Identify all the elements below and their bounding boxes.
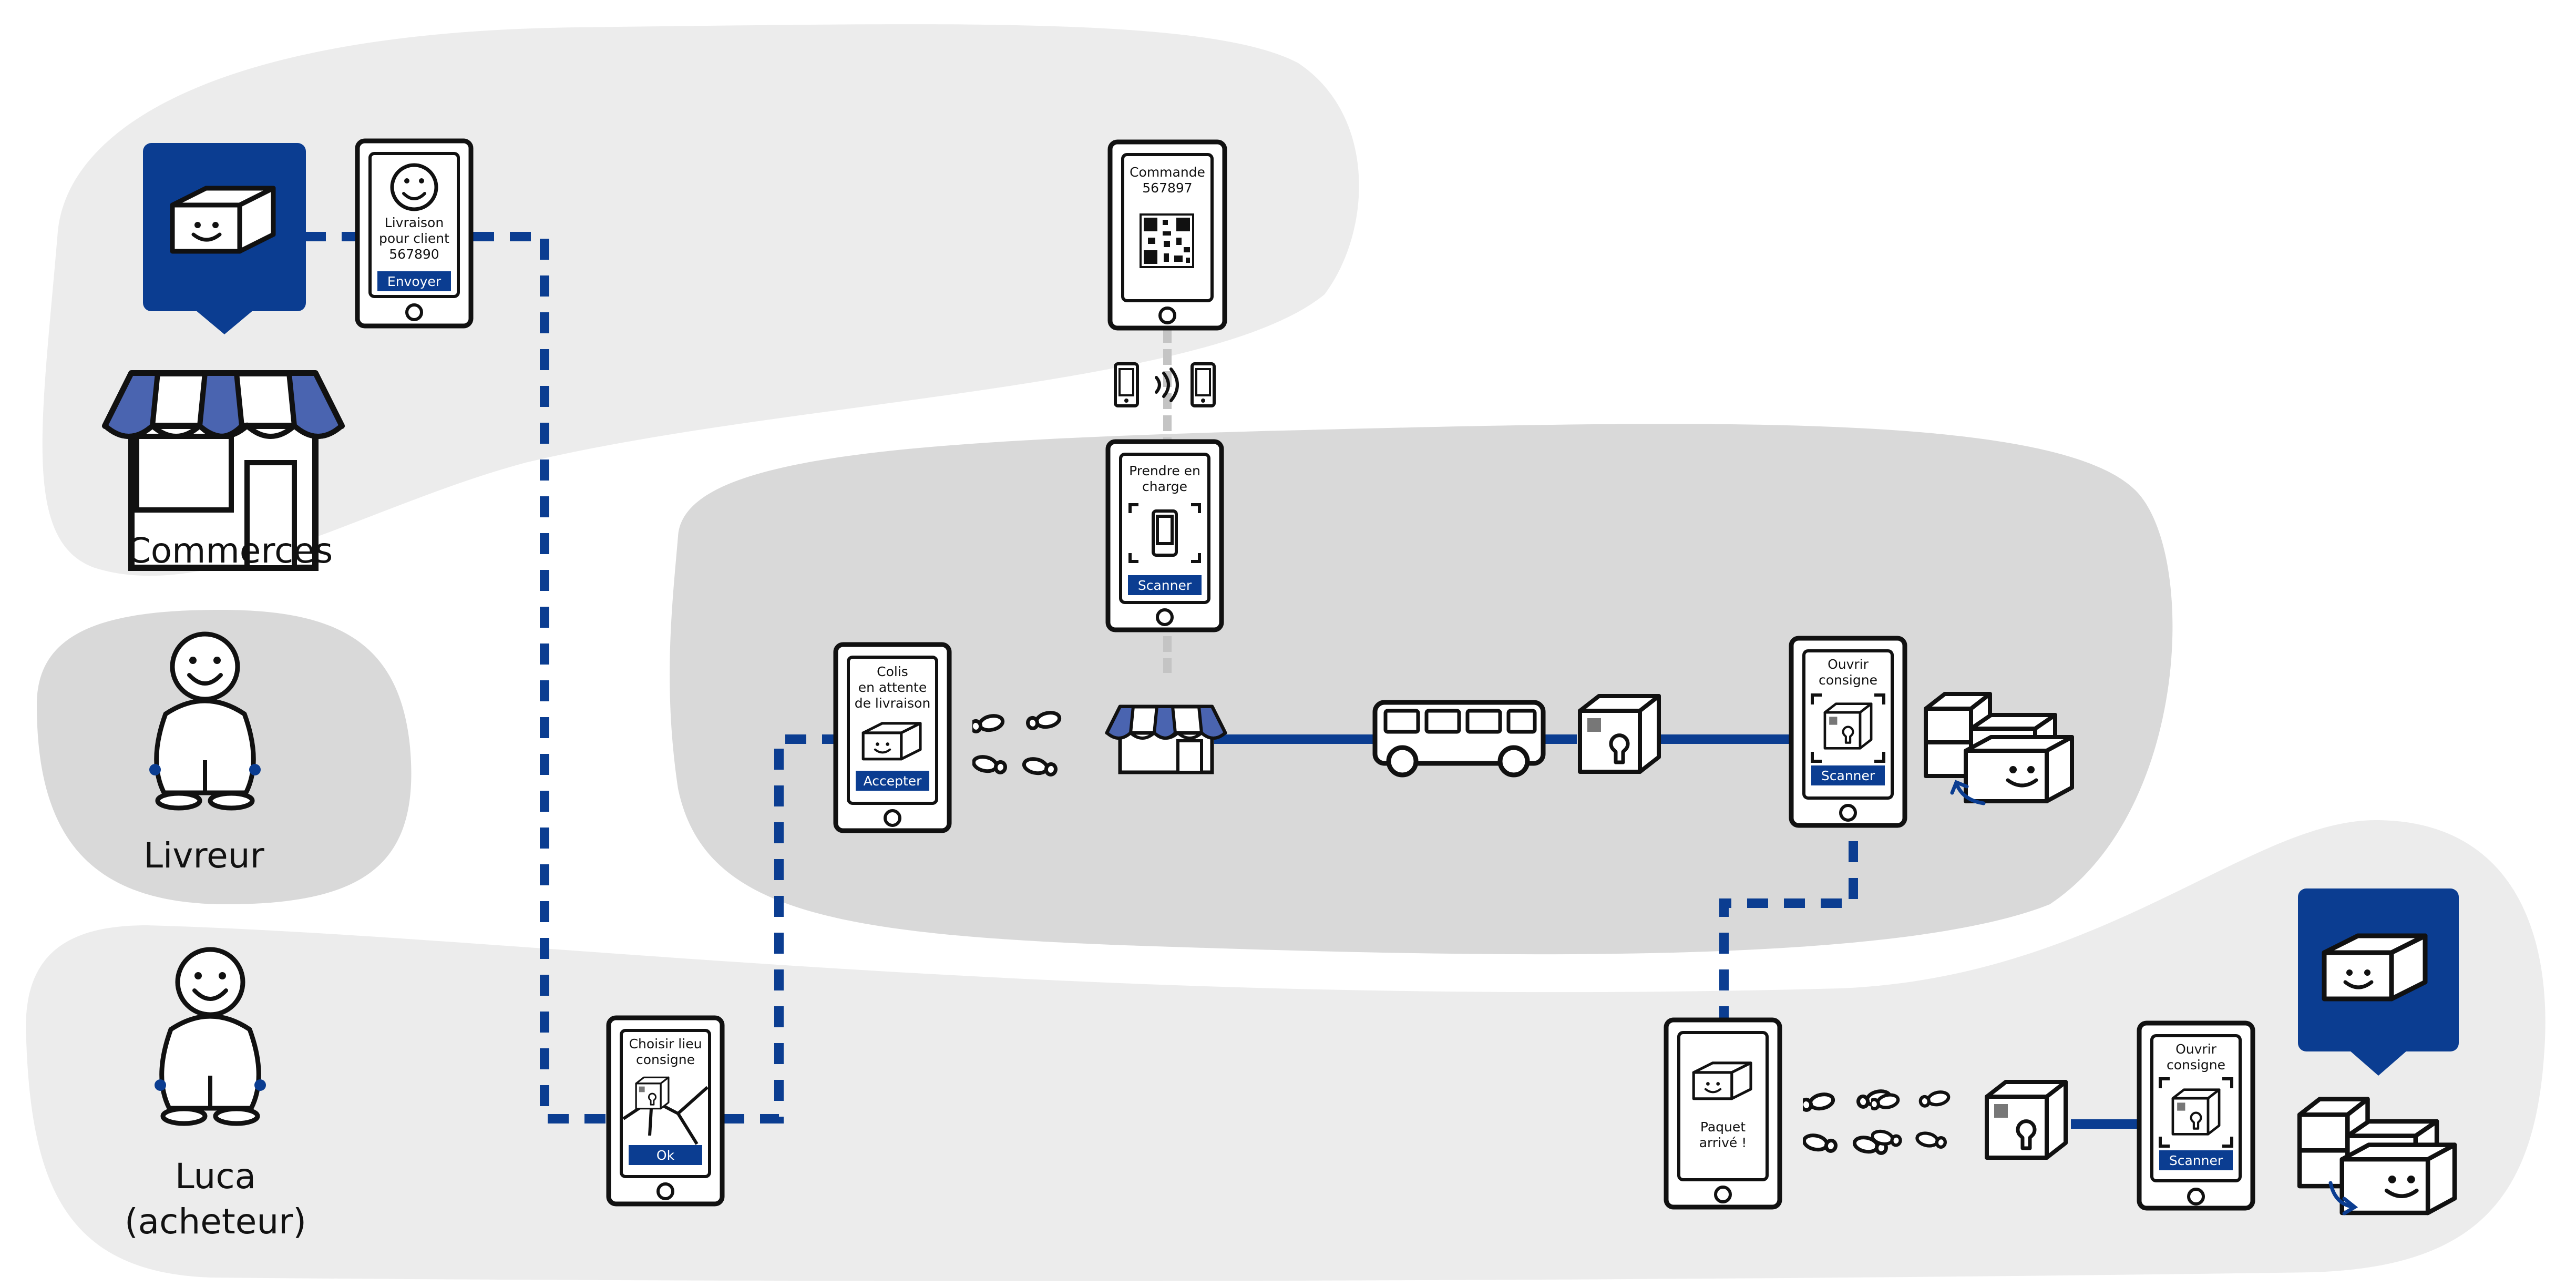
phone-open-locker-buyer-line1: Ouvrir <box>2175 1041 2217 1057</box>
zone-label-luca-name: Luca <box>175 1156 256 1197</box>
open-locker-buyer-scan-button-label: Scanner <box>2169 1153 2223 1168</box>
phone-courier-accept: Colis en attente de livraison Accepter <box>833 642 952 833</box>
scan-frame-icon <box>1811 693 1885 763</box>
box-face-icon <box>2324 936 2425 999</box>
send-button[interactable] <box>377 271 451 291</box>
phone-order: Commande 567897 <box>1107 139 1227 331</box>
open-locker-courier-scan-button-label: Scanner <box>1821 768 1875 783</box>
box-face-icon <box>1694 1063 1751 1099</box>
return-arrow-icon <box>1950 780 1986 805</box>
phone-choose-line2: consigne <box>636 1052 695 1067</box>
phone-choose-line1: Choisir lieu <box>629 1036 702 1051</box>
send-button-label: Envoyer <box>387 274 442 289</box>
phone-shop-send: Livraison pour client 567890 Envoyer <box>355 138 474 329</box>
nfc-icon <box>1114 362 1216 407</box>
phone-courier-line3: de livraison <box>855 696 931 711</box>
phone-shop-line2: pour client <box>379 231 449 246</box>
locker-icon <box>1825 704 1871 749</box>
flow-locker-to-arrived <box>1719 841 1858 1020</box>
merchant-pin <box>143 143 306 334</box>
accept-button-label: Accepter <box>864 773 922 789</box>
qr-code-icon <box>1140 213 1194 268</box>
open-locker-courier-scan-button[interactable] <box>1811 765 1885 785</box>
return-arrow-icon <box>2328 1181 2358 1216</box>
phone-shop-line1: Livraison <box>385 215 444 230</box>
open-locker-buyer-scan-button[interactable] <box>2159 1150 2233 1170</box>
phone-open-locker-buyer: Ouvrir consigne Scanner <box>2137 1020 2255 1211</box>
smiley-icon <box>390 163 438 211</box>
zone-label-livreur: Livreur <box>143 835 264 876</box>
shop-icon <box>101 370 345 571</box>
bus-icon <box>1372 700 1546 778</box>
box-face-icon <box>863 723 920 759</box>
phone-order-line2: 567897 <box>1142 180 1192 196</box>
zone-label-commerces: Commerces <box>127 530 333 571</box>
flow-shop-to-choose <box>305 232 610 1123</box>
buyer-pin <box>2298 888 2459 1076</box>
locker-icon <box>635 1076 670 1110</box>
phone-pickup: Prendre en charge Scanner <box>1105 439 1224 632</box>
phone-choose-locker: Choisir lieu consigne Ok <box>606 1015 725 1207</box>
pickup-scan-button-label: Scanner <box>1138 578 1192 593</box>
phone-order-line1: Commande <box>1130 165 1205 180</box>
phone-open-locker-courier-line2: consigne <box>1819 672 1877 688</box>
phone-arrived-line1: Paquet <box>1700 1119 1746 1135</box>
phone-open-locker-courier: Ouvrir consigne Scanner <box>1789 636 1907 828</box>
locker-icon <box>1987 1082 2066 1158</box>
shop-icon <box>1105 704 1227 774</box>
accept-button[interactable] <box>856 771 929 791</box>
pickup-scan-button[interactable] <box>1128 575 1202 595</box>
phone-parcel-arrived: Paquet arrivé ! <box>1664 1017 1782 1210</box>
locker-icon <box>1580 696 1659 772</box>
phone-arrived-line2: arrivé ! <box>1699 1135 1747 1150</box>
zone-label-luca-role: (acheteur) <box>125 1201 306 1242</box>
phone-pickup-line2: charge <box>1142 479 1187 494</box>
ok-button[interactable] <box>629 1145 702 1165</box>
box-face-icon <box>172 188 273 251</box>
scan-frame-icon <box>1128 503 1201 563</box>
ok-button-label: Ok <box>656 1148 675 1163</box>
locker-icon <box>2173 1090 2219 1135</box>
phone-pickup-line1: Prendre en <box>1129 463 1200 478</box>
phone-shop-line3: 567890 <box>389 247 439 262</box>
phone-courier-line1: Colis <box>877 664 908 679</box>
phone-courier-line2: en attente <box>858 680 927 695</box>
phone-open-locker-buyer-line2: consigne <box>2167 1057 2225 1072</box>
scan-frame-icon <box>2159 1077 2233 1148</box>
phone-open-locker-courier-line1: Ouvrir <box>1828 657 1869 672</box>
